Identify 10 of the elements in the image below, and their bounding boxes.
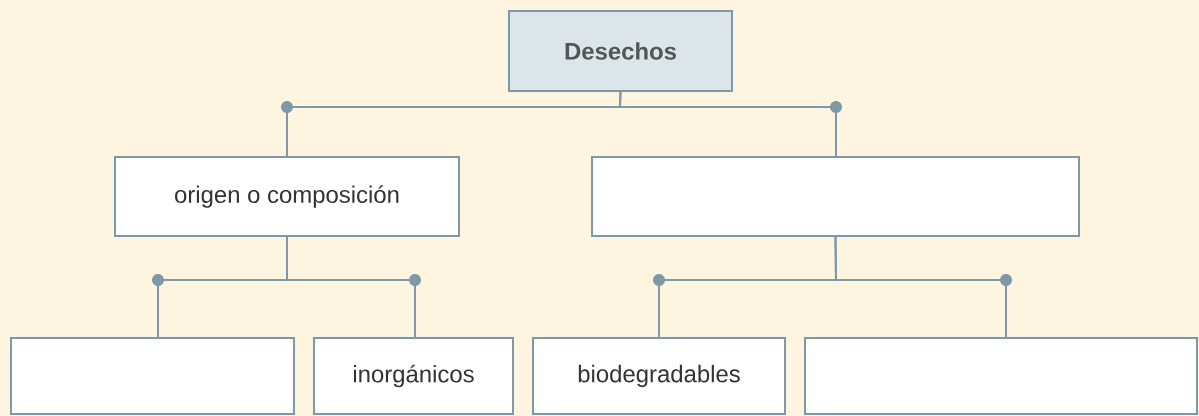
connector	[834, 236, 1007, 338]
empty-box	[10, 337, 295, 415]
concept-box: origen o composición	[114, 156, 460, 237]
empty-box	[591, 156, 1080, 237]
concept-box: inorgánicos	[313, 337, 514, 415]
connector	[618, 91, 837, 157]
empty-box	[804, 337, 1198, 415]
title-box: Desechos	[508, 10, 733, 92]
connector	[286, 236, 416, 338]
concept-box: biodegradables	[532, 337, 786, 415]
